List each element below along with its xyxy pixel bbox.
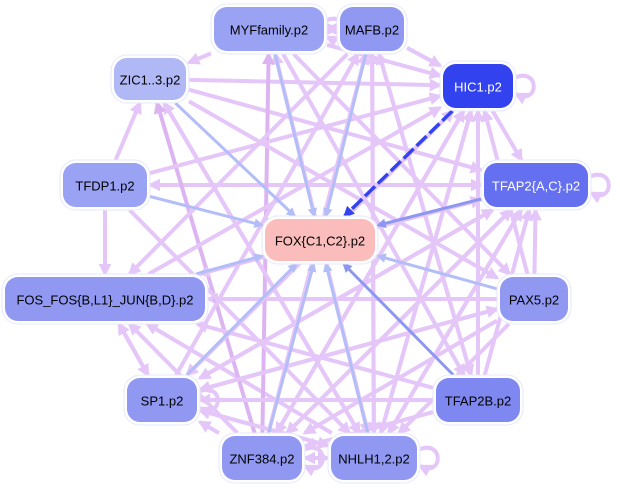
edge-TFDP1-to-ZIC [113,100,142,161]
node-box [484,163,588,207]
node-ZIC[interactable]: ZIC1..3.p2 [110,54,190,104]
edge-ZNF384-to-FOX [267,262,317,434]
node-HIC1[interactable]: HIC1.p2 [439,60,517,112]
node-PAX5[interactable]: PAX5.p2 [496,273,572,325]
node-label: TFAP2{A,C}.p2 [492,179,580,194]
node-box [340,7,404,51]
node-label: HIC1.p2 [454,80,502,95]
edge-SP1-to-FOX [185,262,298,377]
edge-TFAP2AC-to-FOX [376,197,482,228]
node-label: TFAP2B.p2 [445,394,511,409]
node-label: NHLH1,2.p2 [338,452,410,467]
node-NHLH[interactable]: NHLH1,2.p2 [327,432,421,484]
node-box [214,7,324,51]
edge-MYFfamily-to-FOX [273,53,318,218]
edge-ZIC-to-NHLH [162,101,361,436]
node-box [265,219,375,261]
node-label: ZIC1..3.p2 [120,73,181,88]
edge-HIC1-to-FOX [343,109,454,218]
edge-TFAP2AC-to-NHLH [387,208,523,436]
node-ZNF384[interactable]: ZNF384.p2 [218,432,306,484]
edge-SP1-to-NHLH [199,408,331,449]
edge-TFAP2B-to-FOS [194,320,434,390]
node-box [5,277,205,321]
node-box [443,64,513,108]
edge-MAFB-to-HIC1 [406,46,443,68]
node-box [114,58,186,100]
edge-HIC1-to-ZNF384 [274,109,466,436]
node-TFAP2AC[interactable]: TFAP2{A,C}.p2 [480,159,592,211]
edge-TFAP2B-to-FOX [342,262,455,377]
edge-PAX5-to-FOX [376,253,498,291]
edge-ZIC-to-TFAP2AC [188,87,484,174]
node-label: FOX{C1,C2}.p2 [275,234,365,249]
edge-FOS-to-SP1 [117,323,150,378]
edge-FOS-to-HIC1 [147,105,443,276]
edge-HIC1-to-TFAP2AC [490,109,524,163]
edge-MYFfamily-to-ZIC [186,51,212,65]
edge-TFDP1-to-FOX [149,195,264,228]
edge-MAFB-to-FOX [323,53,368,218]
node-box [436,378,520,422]
node-box [500,277,568,321]
edge-TFAP2AC-to-SP1 [197,208,494,380]
edge-SP1-to-SP1 [197,387,220,419]
node-FOX[interactable]: FOX{C1,C2}.p2 [261,215,379,265]
edge-ZIC-to-PAX5 [188,99,500,280]
node-label: TFDP1.p2 [75,179,134,194]
edge-ZIC-to-FOX [174,101,297,218]
edge-ZIC-to-HIC1 [188,77,443,92]
edge-NHLH-to-FOX [323,262,370,434]
node-box [222,436,302,480]
node-label: SP1.p2 [141,394,184,409]
node-label: ZNF384.p2 [229,452,294,467]
edge-MYFfamily-to-TFAP2B [281,53,466,378]
node-label: MYFfamily.p2 [230,23,309,38]
edge-NHLH-to-NHLH [417,445,440,477]
node-MYFfamily[interactable]: MYFfamily.p2 [210,3,328,55]
edge-HIC1-to-HIC1 [513,73,536,105]
node-label: PAX5.p2 [509,293,559,308]
edge-PAX5-to-ZNF384 [302,318,499,435]
node-label: FOS_FOS{B,L1}_JUN{B,D}.p2 [16,293,193,308]
edge-ZNF384-to-SP1 [197,420,221,435]
edge-FOS-to-FOX [195,253,264,276]
node-box [63,163,147,207]
node-label: MAFB.p2 [345,23,399,38]
node-TFDP1[interactable]: TFDP1.p2 [59,159,151,211]
node-MAFB[interactable]: MAFB.p2 [336,3,408,55]
node-SP1[interactable]: SP1.p2 [123,374,201,426]
edge-PAX5-to-TFAP2AC [528,207,542,275]
node-TFAP2B[interactable]: TFAP2B.p2 [432,374,524,426]
node-box [127,378,197,422]
node-box [331,436,417,480]
edge-TFAP2AC-to-TFAP2AC [588,172,611,204]
edge-ZNF384-to-ZNF384 [302,445,325,477]
node-FOS[interactable]: FOS_FOS{B,L1}_JUN{B,D}.p2 [1,273,209,325]
